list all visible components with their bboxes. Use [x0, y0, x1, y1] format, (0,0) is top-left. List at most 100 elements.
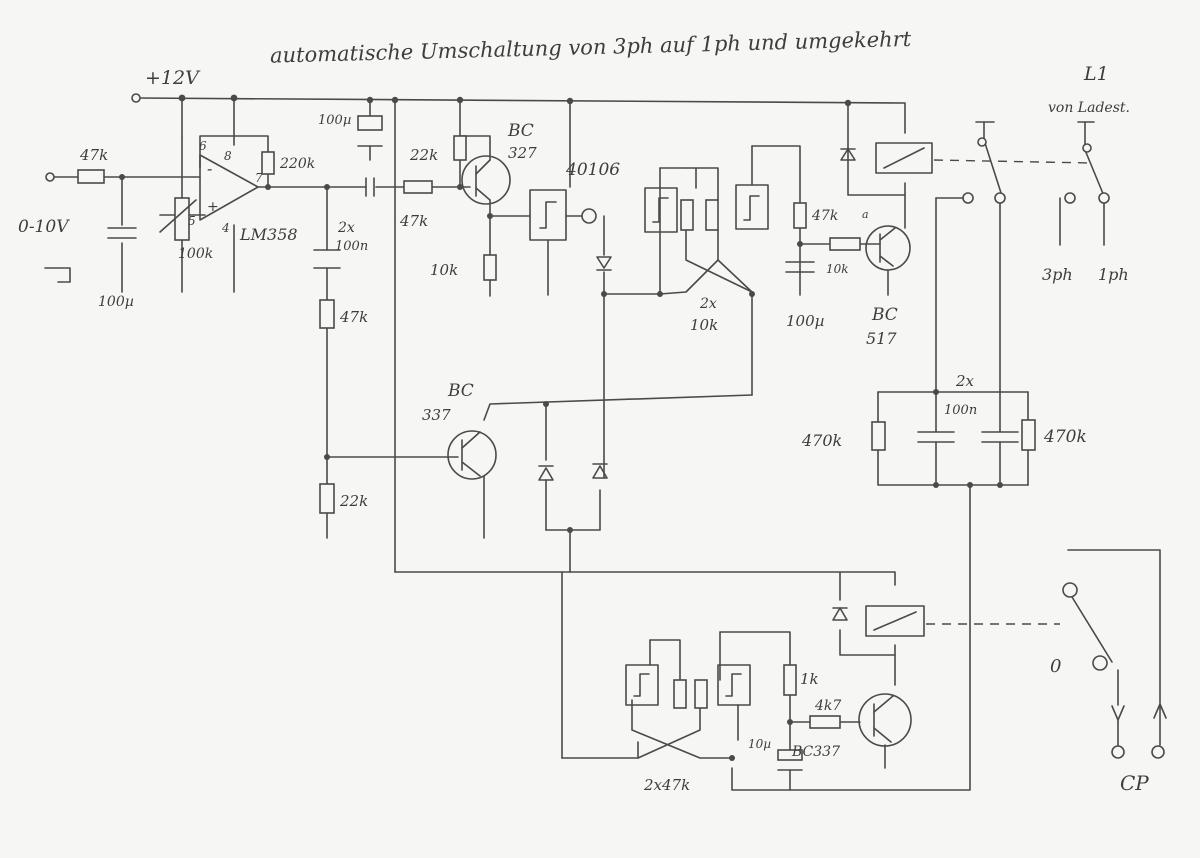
divider-resistor: [319, 299, 335, 329]
input-section: 47k 0-10V 100µ 100k: [18, 146, 213, 310]
coupling-cap-label-a: 2x: [337, 220, 355, 236]
relay2-section: [832, 605, 1060, 637]
inverter-label: 40106: [565, 160, 620, 180]
supply-capacitor: [357, 115, 383, 131]
switch1-pos-1ph: 1ph: [1098, 265, 1129, 284]
inverter-40106: [529, 189, 567, 241]
osc1-resistor-a: [680, 199, 694, 231]
diode-d2: [538, 467, 554, 481]
supply-cap-label: 100µ: [318, 113, 351, 128]
osc2-timing-cap: [777, 749, 803, 761]
switch2-pos-off: 0: [1050, 656, 1061, 677]
schematic-title: automatische Umschaltung von 3ph auf 1ph…: [270, 27, 912, 68]
input-terminal: [45, 172, 55, 182]
relay1-mechanical-link: [933, 159, 1093, 164]
driver1-base-label: 10k: [826, 262, 849, 276]
transistor-bc327-label-b: 327: [508, 144, 537, 162]
transistor-bc337-label-a: BC: [447, 381, 474, 401]
transistor-bc327-label-a: BC: [507, 121, 534, 141]
comparator-section: BC 337 22k: [319, 381, 608, 514]
relay2-coil: [865, 605, 925, 637]
input-cap-label: 100µ: [98, 294, 134, 310]
relay1-coil: [875, 142, 933, 174]
inverter-section: 40106: [529, 160, 620, 271]
osc1-resistor-label-a: 2x: [699, 296, 717, 312]
opamp-minus: -: [207, 159, 212, 178]
osc1-resistor-b: [705, 199, 719, 231]
rectifier-cap-label-b: 100n: [944, 403, 977, 418]
osc1-resistor-label-b: 10k: [690, 316, 718, 334]
junction-dots: [119, 94, 1003, 761]
rectifier-section: 2x 100n 470k 470k: [801, 372, 1087, 451]
switch1-terminal-3: [1064, 192, 1076, 204]
emitter-pullup-label: 22k: [409, 146, 438, 164]
driver1-base-resistor: [829, 237, 861, 251]
schmitt-gate-a: [644, 187, 678, 233]
osc2-resistor-1k: [783, 664, 797, 696]
switch1-terminal-4: [1098, 192, 1110, 204]
switch1-contact-b: [1084, 149, 1105, 197]
stage1-section: 100µ 2x 100n 47k 47k 22k BC 327 10k: [313, 113, 537, 329]
output-arrow-right: [1153, 703, 1167, 719]
supply-terminal: [131, 93, 141, 103]
osc2-resistor-label: 2x47k: [643, 776, 690, 794]
switch1-contact-a: [983, 139, 1003, 197]
output-arrow-left: [1111, 705, 1125, 721]
input-resistor-label: 47k: [79, 146, 108, 164]
opamp-part-label: LM358: [239, 225, 298, 244]
base-resistor: [403, 180, 433, 194]
transistor-bc517-label-b: 517: [866, 329, 897, 348]
diode-d1: [596, 256, 612, 269]
diode-d3: [592, 465, 608, 479]
feedback-resistor-label: 220k: [279, 156, 315, 172]
oscillator1-section: 2x 10k: [644, 184, 769, 334]
input-resistor: [77, 169, 105, 184]
potentiometer: [174, 197, 190, 241]
divider-resistor-label: 47k: [339, 308, 368, 326]
opamp-pin-7: 7: [255, 171, 263, 185]
switch1-pos-3ph: 3ph: [1042, 265, 1073, 284]
supply-label: +12V: [145, 67, 201, 89]
rectifier-cap-label-a: 2x: [955, 372, 975, 390]
wiring: [53, 97, 1161, 791]
switch1-label-l1: L1: [1083, 63, 1109, 85]
transistor-bc337: [447, 430, 497, 480]
schmitt-gate-c: [625, 664, 659, 706]
schmitt-gate-d: [717, 664, 751, 706]
rectifier-resistor-left-label: 470k: [801, 431, 842, 450]
osc2-cap-label: 10µ: [748, 737, 771, 751]
opamp-lm358: [199, 154, 259, 221]
driver1-pullup-label: 47k: [811, 208, 838, 224]
switch1-label-source: von Ladest.: [1048, 100, 1130, 116]
base-resistor-label: 47k: [399, 212, 428, 230]
transistor-bc517: [865, 225, 911, 271]
osc2-resistor-b: [694, 679, 708, 709]
opamp-pin-6: 6: [199, 139, 207, 153]
rectifier-resistor-left: [871, 421, 886, 451]
coupling-cap-label-b: 100n: [335, 239, 368, 254]
switch2-pivot: [1062, 582, 1078, 598]
opamp-pin-5: 5: [188, 214, 196, 228]
collector-resistor-label: 10k: [430, 261, 458, 279]
opamp-pin-8: 8: [224, 149, 232, 163]
emitter-pullup-resistor: [453, 135, 467, 161]
collector-resistor: [483, 254, 497, 281]
comparator-resistor-label: 22k: [339, 492, 368, 510]
relay-driver1-section: 47k a 10k 100µ BC 517: [785, 142, 933, 348]
feedback-resistor: [261, 151, 275, 175]
driver1-cap-label: 100µ: [786, 312, 824, 330]
transistor-bc337-label-b: 337: [422, 406, 451, 424]
input-range-label: 0-10V: [18, 217, 70, 237]
switch2-section: 0 CP: [1050, 582, 1167, 795]
osc2-resistor-a: [673, 679, 687, 709]
output-label: CP: [1120, 771, 1149, 795]
output-terminal-left: [1111, 745, 1125, 759]
rectifier-resistor-right-label: 470k: [1043, 427, 1087, 447]
switch2-terminal: [1092, 655, 1108, 671]
switch1-terminal-2: [994, 192, 1006, 204]
switch1-section: L1 von Ladest. 3ph 1ph: [933, 63, 1130, 284]
driver1-node-mark: a: [862, 208, 869, 221]
opamp-section: +12V - + 6 8 5 4 7 LM358 220k: [131, 67, 315, 244]
driver1-pullup-resistor: [793, 202, 807, 229]
